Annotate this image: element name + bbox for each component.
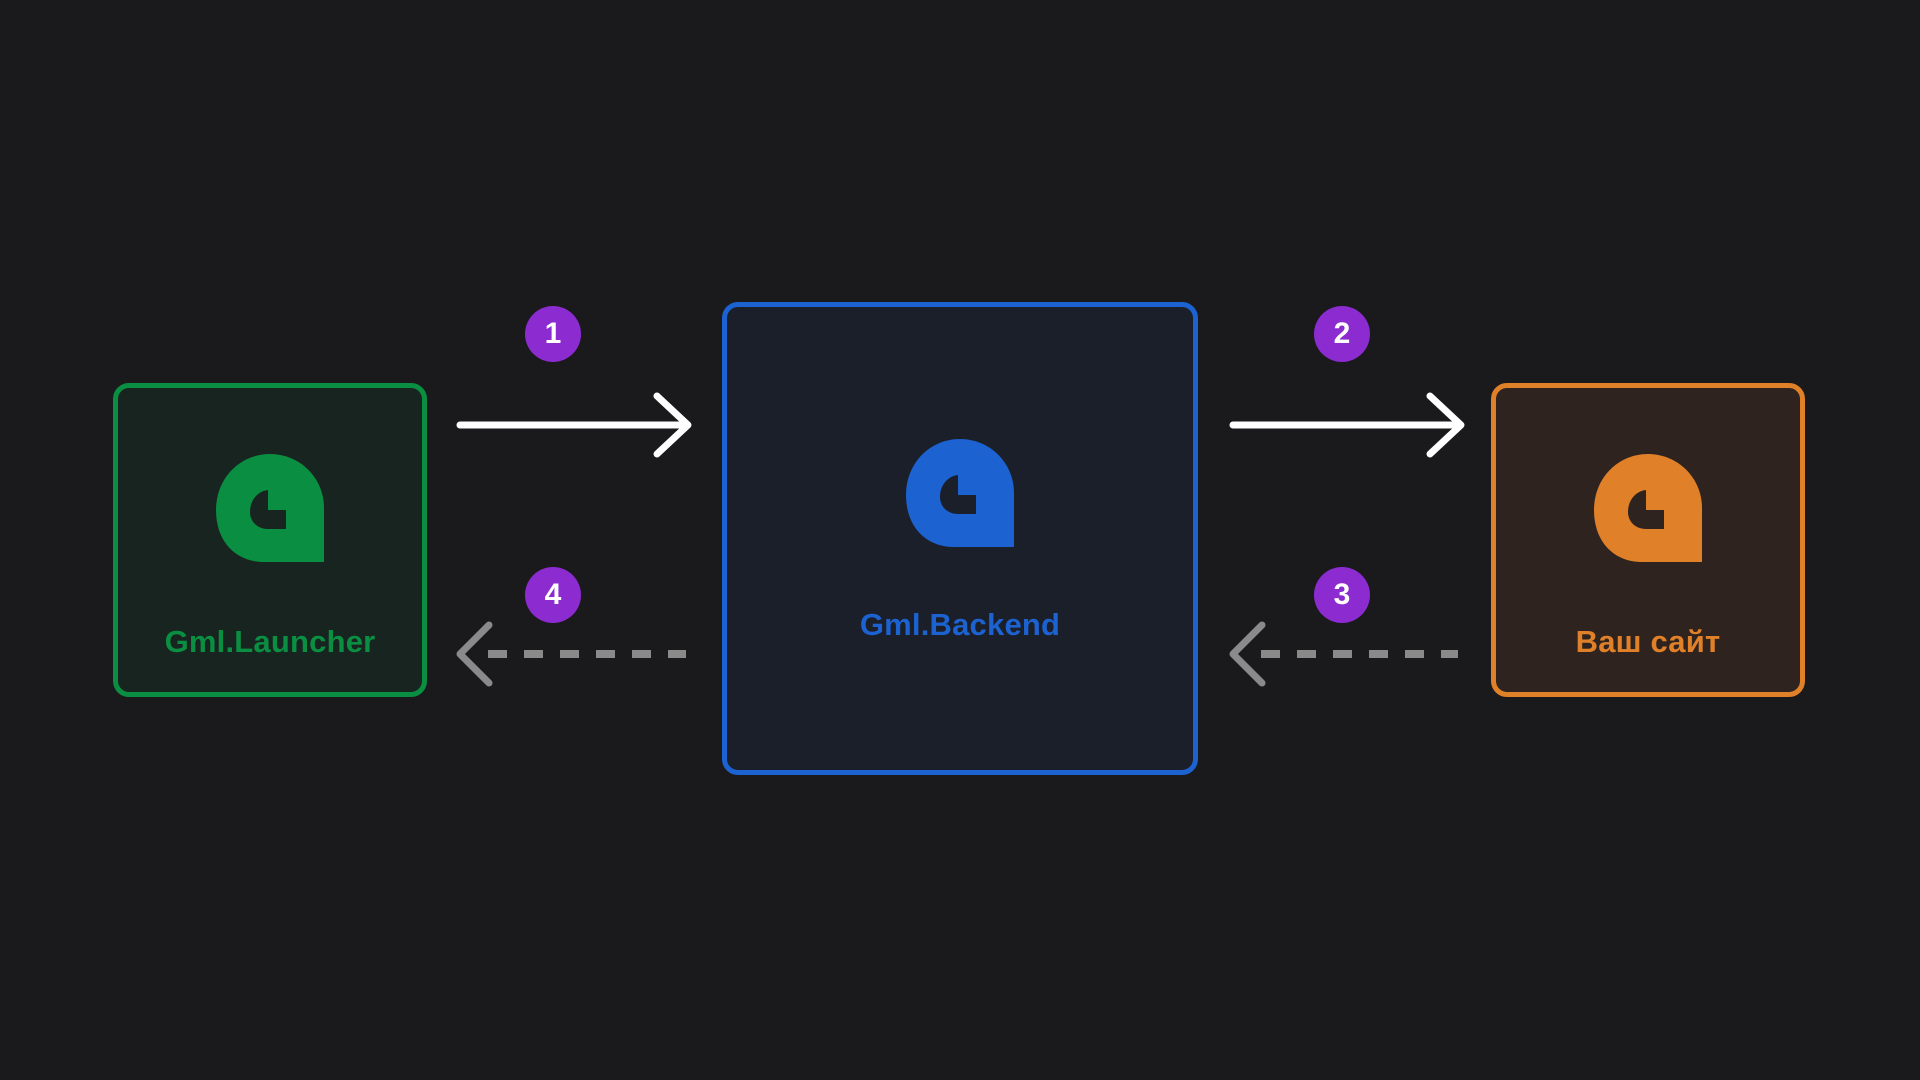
gml-logo-icon (216, 454, 324, 562)
step-badge-1: 1 (525, 306, 581, 362)
node-gml-backend: Gml.Backend (722, 302, 1198, 775)
node-label: Gml.Backend (859, 607, 1061, 642)
arrow-site-to-backend (1229, 621, 1458, 687)
step-badge-3: 3 (1314, 567, 1370, 623)
step-badge-4: 4 (525, 567, 581, 623)
arrow-backend-to-launcher (456, 621, 686, 687)
node-gml-launcher: Gml.Launcher (113, 383, 427, 697)
step-badge-2: 2 (1314, 306, 1370, 362)
node-your-site: Ваш сайт (1491, 383, 1805, 697)
node-label: Ваш сайт (1575, 624, 1721, 659)
arrow-backend-to-site (1229, 392, 1465, 458)
gml-logo-icon (1594, 454, 1702, 562)
arrow-launcher-to-backend (456, 392, 692, 458)
gml-logo-icon (906, 439, 1014, 547)
node-label: Gml.Launcher (164, 624, 376, 659)
